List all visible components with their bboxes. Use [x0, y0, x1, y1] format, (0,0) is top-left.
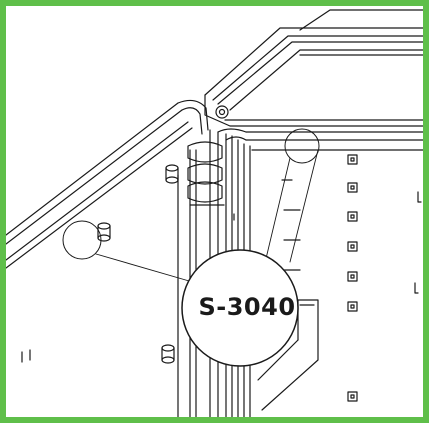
leader-lines [95, 149, 319, 284]
callout-circle [181, 249, 299, 367]
mounting-clip [347, 154, 422, 402]
highlight-circle-top [284, 128, 320, 164]
highlight-circle-left [62, 220, 102, 260]
part-number-label: S-3040 [198, 293, 296, 321]
cabinet-door-diagram [6, 9, 423, 417]
door-stud [97, 164, 179, 364]
highlight-circles [62, 128, 320, 260]
door-panel [6, 99, 209, 417]
frame-studs [233, 179, 301, 271]
hinge-part [187, 105, 229, 206]
cabinet-top [204, 9, 423, 127]
